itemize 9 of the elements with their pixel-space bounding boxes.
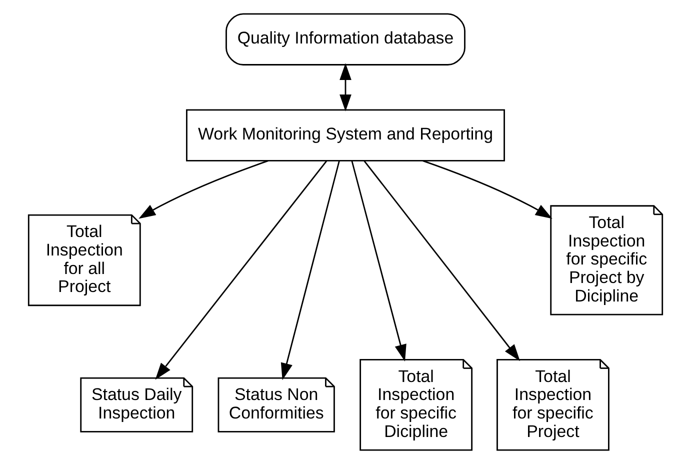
arrow <box>339 63 351 112</box>
node-box: Work Monitoring System and Reporting <box>186 109 504 162</box>
arrow <box>280 160 340 380</box>
arrow <box>138 160 268 219</box>
node-box: Quality Information database <box>225 13 465 66</box>
arrow <box>350 160 406 362</box>
arrow <box>154 160 327 380</box>
arrow <box>422 160 552 219</box>
arrow <box>363 160 520 362</box>
